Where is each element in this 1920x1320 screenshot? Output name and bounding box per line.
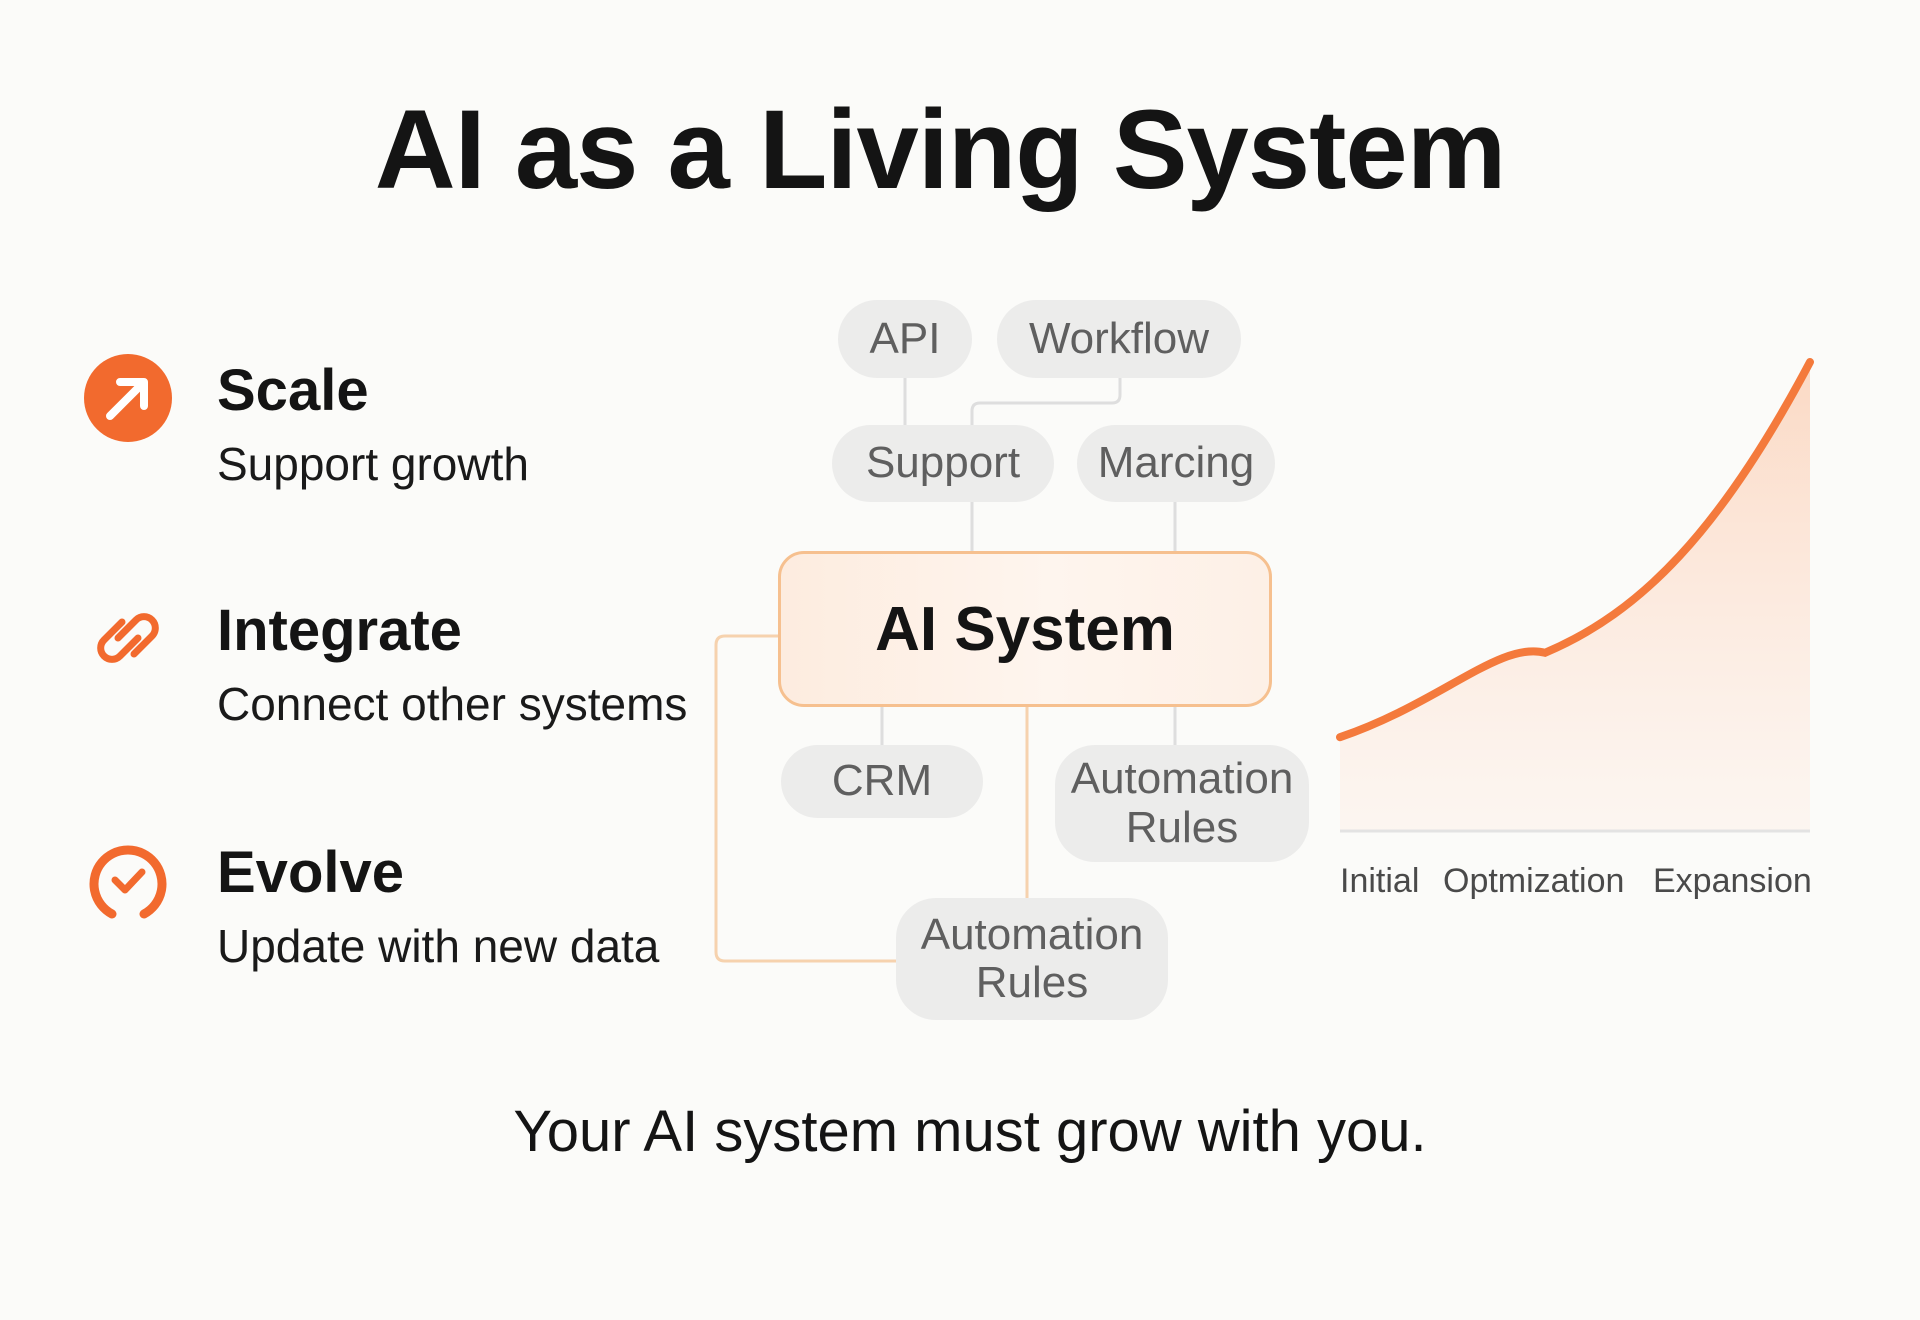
feature-title: Scale (217, 358, 369, 423)
node-marcing: Marcing (1077, 425, 1275, 502)
feature-title: Evolve (217, 840, 404, 905)
link-icon (97, 613, 159, 663)
feature-subtitle: Support growth (217, 438, 529, 490)
chart-area-fill (1340, 362, 1810, 831)
node-automation-rules-right: Automation Rules (1055, 745, 1309, 862)
node-workflow: Workflow (997, 300, 1241, 378)
refresh-check-icon (89, 845, 167, 919)
node-support: Support (832, 425, 1054, 502)
feature-subtitle: Connect other systems (217, 678, 688, 730)
feature-subtitle: Update with new data (217, 920, 660, 972)
chart-tick-initial: Initial (1340, 862, 1420, 900)
feature-integrate: Integrate Connect other systems (82, 592, 722, 732)
chart-tick-expansion: Expansion (1653, 862, 1812, 900)
node-automation-rules-bottom: Automation Rules (896, 898, 1168, 1020)
feature-evolve: Evolve Update with new data (82, 834, 722, 974)
node-crm: CRM (781, 745, 983, 818)
node-api: API (838, 300, 972, 378)
page-title: AI as a Living System (374, 87, 1507, 212)
feature-title: Integrate (217, 598, 462, 663)
core-ai-system: AI System (778, 551, 1272, 707)
arrow-up-right-icon (84, 354, 172, 442)
footer-tagline: Your AI system must grow with you. (513, 1099, 1427, 1164)
chart-series-line (1336, 358, 1814, 742)
feature-scale: Scale Support growth (82, 352, 722, 492)
chart-tick-optimization: Optmization (1443, 862, 1625, 900)
